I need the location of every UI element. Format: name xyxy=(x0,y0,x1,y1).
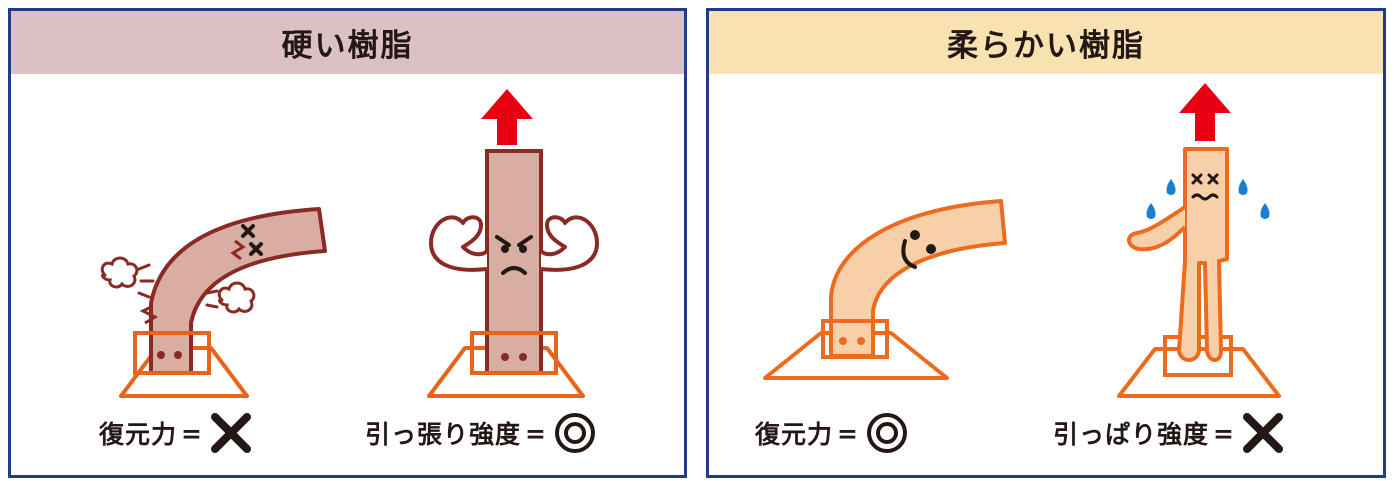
hard-bent-bar-character xyxy=(100,207,327,398)
soft-stretched-bar-character xyxy=(1117,83,1281,398)
dust-puff-right xyxy=(217,281,256,314)
hard-resin-illustration xyxy=(100,89,599,398)
up-arrow-icon xyxy=(1179,83,1231,141)
tear-drop-icon xyxy=(1146,203,1156,219)
tear-drop-icon xyxy=(1238,179,1248,195)
soft-tensile-caption: 引っぱり強度 = xyxy=(1053,411,1285,455)
soft-resin-panel: 柔らかい樹脂 xyxy=(706,8,1386,478)
cross-icon xyxy=(210,413,251,453)
hard-resin-panel: 硬い樹脂 xyxy=(8,8,687,478)
soft-stretched-bar-body xyxy=(1177,147,1229,362)
dust-puff-left xyxy=(100,256,139,289)
tear-drop-icon xyxy=(1260,203,1270,219)
soft-resilience-caption: 復元力 = xyxy=(755,411,909,455)
hard-tensile-label: 引っ張り強度 xyxy=(365,420,522,449)
hard-strong-bar-character xyxy=(427,89,599,398)
hard-tensile-caption: 引っ張り強度 = xyxy=(365,411,597,455)
hard-resin-title: 硬い樹脂 xyxy=(11,11,684,74)
cross-icon xyxy=(1242,413,1283,453)
left-muscle-arm xyxy=(429,215,489,272)
right-muscle-arm xyxy=(539,215,599,272)
double-circle-icon xyxy=(866,413,907,453)
soft-bent-bar-body xyxy=(829,199,1007,358)
soft-bent-bar-character xyxy=(763,199,1007,380)
double-circle-icon xyxy=(554,413,595,453)
soft-resilience-label: 復元力 xyxy=(755,420,834,449)
hard-tensile-equals: = xyxy=(525,418,547,448)
strong-bar-clamp xyxy=(470,331,558,375)
hard-resilience-caption: 復元力 = xyxy=(99,411,253,455)
soft-tensile-label: 引っぱり強度 xyxy=(1053,420,1210,449)
up-arrow-icon xyxy=(481,89,533,145)
soft-resin-title: 柔らかい樹脂 xyxy=(709,11,1383,74)
soft-stretched-bar-base xyxy=(1117,347,1281,398)
soft-tensile-equals: = xyxy=(1213,418,1235,448)
soft-bent-bar-clamp xyxy=(821,319,889,359)
tear-drop-icon xyxy=(1166,179,1176,195)
hard-resilience-label: 復元力 xyxy=(99,420,178,449)
stretched-arm xyxy=(1127,205,1187,252)
soft-resin-illustration xyxy=(763,83,1281,398)
strong-bar-body xyxy=(485,149,543,375)
bent-bar-body xyxy=(149,207,327,375)
soft-resilience-equals: = xyxy=(837,418,859,448)
bent-bar-clamp xyxy=(133,331,211,375)
hard-resilience-equals: = xyxy=(181,418,203,448)
